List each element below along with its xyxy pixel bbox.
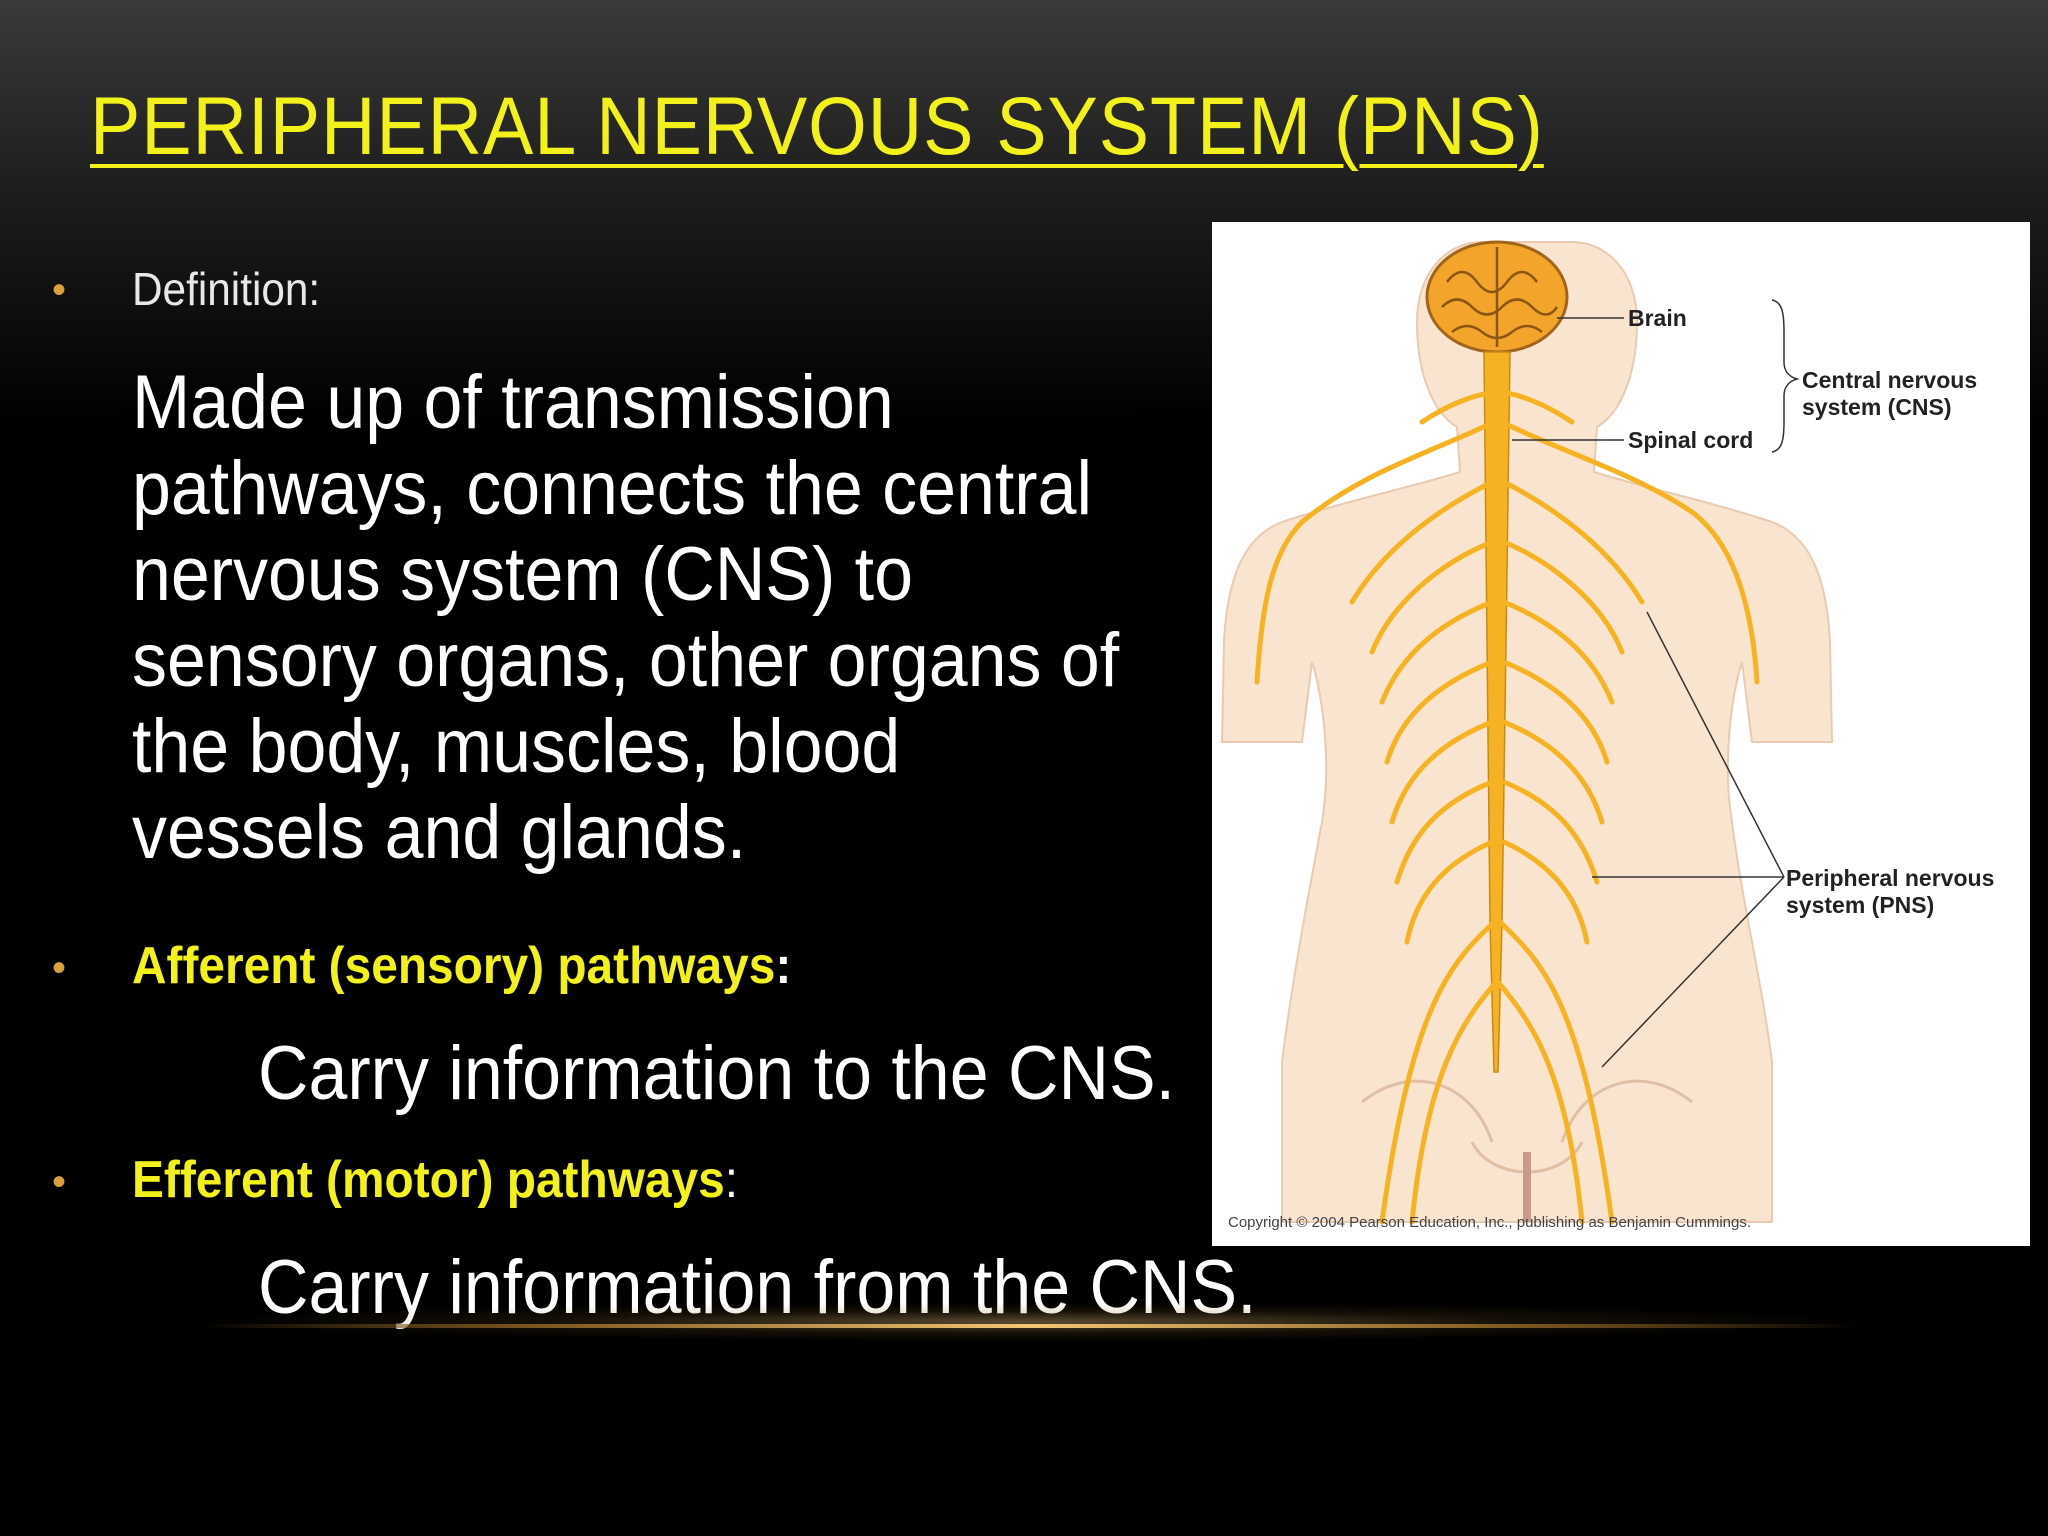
- nervous-system-figure: Brain Spinal cord Central nervous system…: [1212, 222, 2030, 1246]
- afferent-heading-text: Afferent (sensory) pathways: [132, 937, 776, 995]
- decorative-gold-line: [200, 1324, 1860, 1328]
- figure-copyright: Copyright © 2004 Pearson Education, Inc.…: [1228, 1214, 1752, 1231]
- definition-text: Made up of transmission pathways, connec…: [132, 360, 1120, 875]
- label-pointer-lines: [1512, 299, 1800, 1068]
- definition-label: Definition:: [132, 263, 321, 315]
- spinal-cord: [1483, 351, 1511, 1073]
- decorative-glow: [180, 1302, 1880, 1342]
- afferent-heading: Afferent (sensory) pathways:: [132, 936, 791, 996]
- label-spinal-cord: Spinal cord: [1628, 427, 1754, 453]
- peripheral-nerves: [1254, 389, 1760, 1225]
- label-brain: Brain: [1628, 305, 1687, 331]
- efferent-heading-text: Efferent (motor) pathways: [132, 1151, 725, 1209]
- label-cns: Central nervous system (CNS): [1802, 367, 1978, 420]
- efferent-description: Carry information from the CNS.: [258, 1245, 1257, 1330]
- efferent-separator: :: [724, 1151, 739, 1209]
- brain-folds: [1441, 247, 1559, 347]
- bullet-definition: •: [52, 268, 67, 312]
- bullet-afferent: •: [52, 946, 67, 990]
- label-pns: Peripheral nervous system (PNS): [1786, 865, 1995, 918]
- nervous-system-illustration: [1220, 240, 1834, 1225]
- afferent-description: Carry information to the CNS.: [258, 1031, 1176, 1116]
- efferent-heading: Efferent (motor) pathways:: [132, 1150, 738, 1210]
- bullet-efferent: •: [52, 1160, 67, 1204]
- slide-title: PERIPHERAL NERVOUS SYSTEM (PNS): [90, 81, 1544, 172]
- afferent-separator: :: [775, 937, 792, 995]
